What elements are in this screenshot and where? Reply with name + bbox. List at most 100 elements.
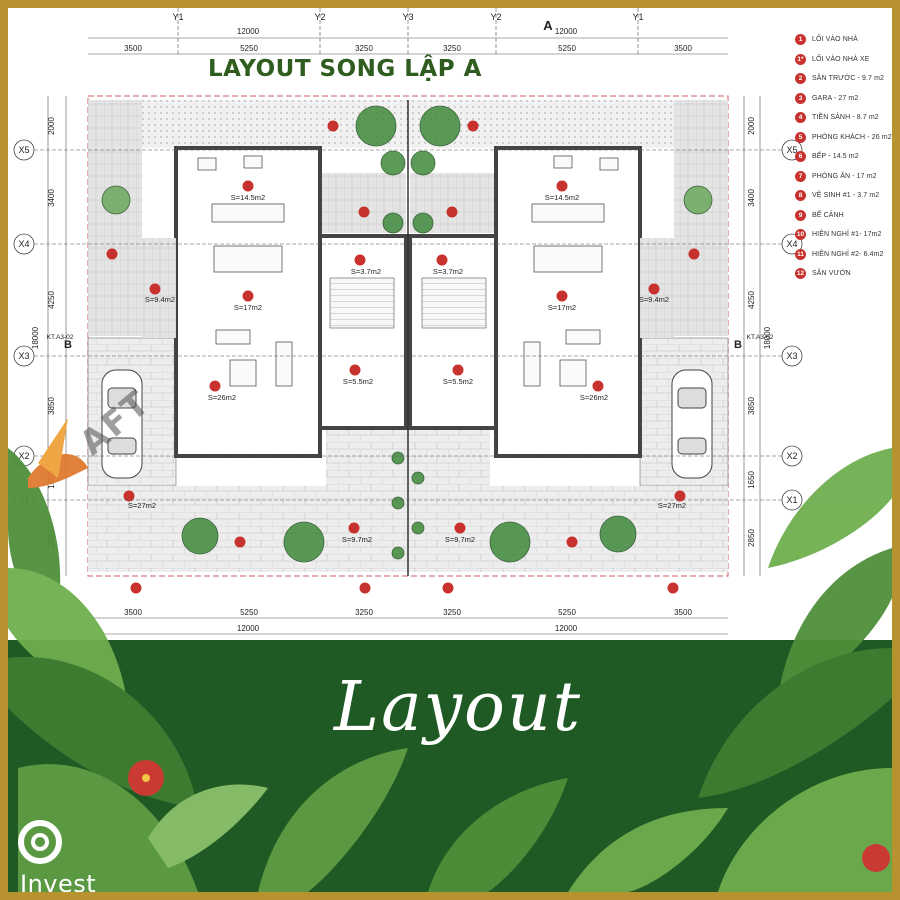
house-right	[408, 146, 642, 458]
axis-x1-right: X1	[786, 495, 797, 505]
legend-label: HIÊN NGHỈ #2- 6.4m2	[812, 250, 884, 258]
legend-label: HIÊN NGHỈ #1- 17m2	[812, 231, 882, 239]
legend-label: SÂN TRƯỚC - 9.7 m2	[812, 75, 884, 83]
row-dim-1-left: 2000	[47, 117, 56, 135]
area-kitchen-right: S=14.5m2	[545, 193, 579, 202]
legend-number-badge: 10	[795, 229, 806, 241]
area-dining-right: S=17m2	[548, 303, 576, 312]
top-dim-1: 3500	[124, 44, 142, 53]
row-dim-5-right: 1650	[747, 471, 756, 489]
top-dim-4: 3250	[443, 44, 461, 53]
area-wc-left: S=3.7m2	[351, 267, 381, 276]
area-garage-left: S=27m2	[128, 501, 156, 510]
legend-item: 1 LỐI VÀO NHÀ	[795, 30, 892, 50]
car-left	[101, 369, 143, 479]
legend-number-badge: 1	[795, 34, 806, 46]
top-dim-3: 3250	[355, 44, 373, 53]
brand-logo: Invest	[18, 820, 128, 898]
legend-number-badge: 9	[795, 209, 806, 221]
row-dim-4-right: 3850	[747, 397, 756, 415]
floor-plan: X5 X5 X4 X4 X3 X3 X2 X2 X1 X1 Y1 Y2 Y3 Y…	[8, 8, 892, 640]
area-front-yard-left: S=9.7m2	[342, 535, 372, 544]
section-marker-b-left: B	[64, 339, 72, 351]
section-ref-right: KT.A3-02	[747, 334, 774, 341]
legend-number-badge: 2	[795, 73, 806, 85]
area-garage-right: S=27m2	[658, 501, 686, 510]
legend-number-badge: 4	[795, 112, 806, 124]
legend-label: GARA - 27 m2	[812, 94, 859, 102]
bottom-total-right: 12000	[555, 624, 578, 633]
bottom-dim-6: 3500	[674, 608, 692, 617]
top-total-left: 12000	[237, 27, 260, 36]
legend-item: 2 SÂN TRƯỚC - 9.7 m2	[795, 69, 892, 89]
top-dim-6: 3500	[674, 44, 692, 53]
banner-title: Layout	[333, 668, 583, 747]
axis-x3-right: X3	[786, 351, 797, 361]
legend-item: 1* LỐI VÀO NHÀ XE	[795, 50, 892, 70]
area-living-right: S=26m2	[580, 393, 608, 402]
legend-label: LỐI VÀO NHÀ	[812, 36, 858, 44]
floor-plan-drawing: X5 X5 X4 X4 X3 X3 X2 X2 X1 X1 Y1 Y2 Y3 Y…	[13, 8, 803, 635]
car-right	[671, 369, 713, 479]
row-dim-5-left: 1650	[47, 471, 56, 489]
axis-x1-left: X1	[18, 495, 29, 505]
legend-label: LỐI VÀO NHÀ XE	[812, 55, 870, 63]
legend-item: 9 BỂ CẢNH	[795, 206, 892, 226]
grid-top-4: Y2	[490, 12, 501, 22]
axis-x5-left: X5	[18, 145, 29, 155]
row-dim-1-right: 2000	[747, 117, 756, 135]
top-dim-2: 5250	[240, 44, 258, 53]
axis-x2-right: X2	[786, 451, 797, 461]
bottom-dim-4: 3250	[443, 608, 461, 617]
legend-number-badge: 1*	[795, 53, 806, 65]
legend-item: 3 GARA - 27 m2	[795, 89, 892, 109]
brand-name: Invest	[20, 870, 97, 898]
legend-item: 4 TIỀN SẢNH - 8.7 m2	[795, 108, 892, 128]
bottom-total-left: 12000	[237, 624, 260, 633]
legend-item: 10 HIÊN NGHỈ #1- 17m2	[795, 225, 892, 245]
legend-label: PHÒNG KHÁCH - 26 m2	[812, 133, 892, 141]
legend-label: PHÒNG ĂN - 17 m2	[812, 172, 877, 180]
brand-mark-icon	[18, 820, 62, 864]
legend-label: BỂ CẢNH	[812, 211, 844, 219]
section-ref-left: KT.A3-02	[47, 334, 74, 341]
bottom-dim-5: 5250	[558, 608, 576, 617]
legend-label: TIỀN SẢNH - 8.7 m2	[812, 114, 879, 122]
row-dim-4-left: 3850	[47, 397, 56, 415]
garden-plants	[101, 105, 713, 563]
area-wc-right: S=3.7m2	[433, 267, 463, 276]
axis-x3-left: X3	[18, 351, 29, 361]
grid-top-1: Y1	[172, 12, 183, 22]
room-legend: 1 LỐI VÀO NHÀ 1* LỐI VÀO NHÀ XE 2 SÂN TRƯỚC -…	[795, 30, 892, 284]
legend-label: SÂN VƯỜN	[812, 270, 851, 278]
area-relax-right: S=9.4m2	[639, 295, 669, 304]
area-dining-left: S=17m2	[234, 303, 262, 312]
grid-top-3: Y3	[402, 12, 413, 22]
legend-number-badge: 8	[795, 190, 806, 202]
axis-x4-right: X4	[786, 239, 797, 249]
bottom-dim-1: 3500	[124, 608, 142, 617]
row-dim-2-left: 3400	[47, 189, 56, 207]
depth-right: 18000	[763, 326, 772, 349]
legend-number-badge: 7	[795, 170, 806, 182]
area-relax-left: S=9.4m2	[145, 295, 175, 304]
section-marker-b-right: B	[734, 339, 742, 351]
legend-number-badge: 12	[795, 268, 806, 280]
top-dim-5: 5250	[558, 44, 576, 53]
bottom-dim-3: 3250	[355, 608, 373, 617]
axis-x4-left: X4	[18, 239, 29, 249]
area-kitchen-left: S=14.5m2	[231, 193, 265, 202]
area-living-left: S=26m2	[208, 393, 236, 402]
grid-top-2: Y2	[314, 12, 325, 22]
area-lobby-left: S=5.5m2	[343, 377, 373, 386]
section-marker-a: A	[543, 18, 553, 33]
top-total-right: 12000	[555, 27, 578, 36]
legend-item: 12 SÂN VƯỜN	[795, 264, 892, 284]
room-markers	[106, 120, 700, 594]
legend-label: BẾP - 14.5 m2	[812, 153, 859, 161]
legend-number-badge: 3	[795, 92, 806, 104]
axis-x5-right: X5	[786, 145, 797, 155]
legend-number-badge: 5	[795, 131, 806, 143]
